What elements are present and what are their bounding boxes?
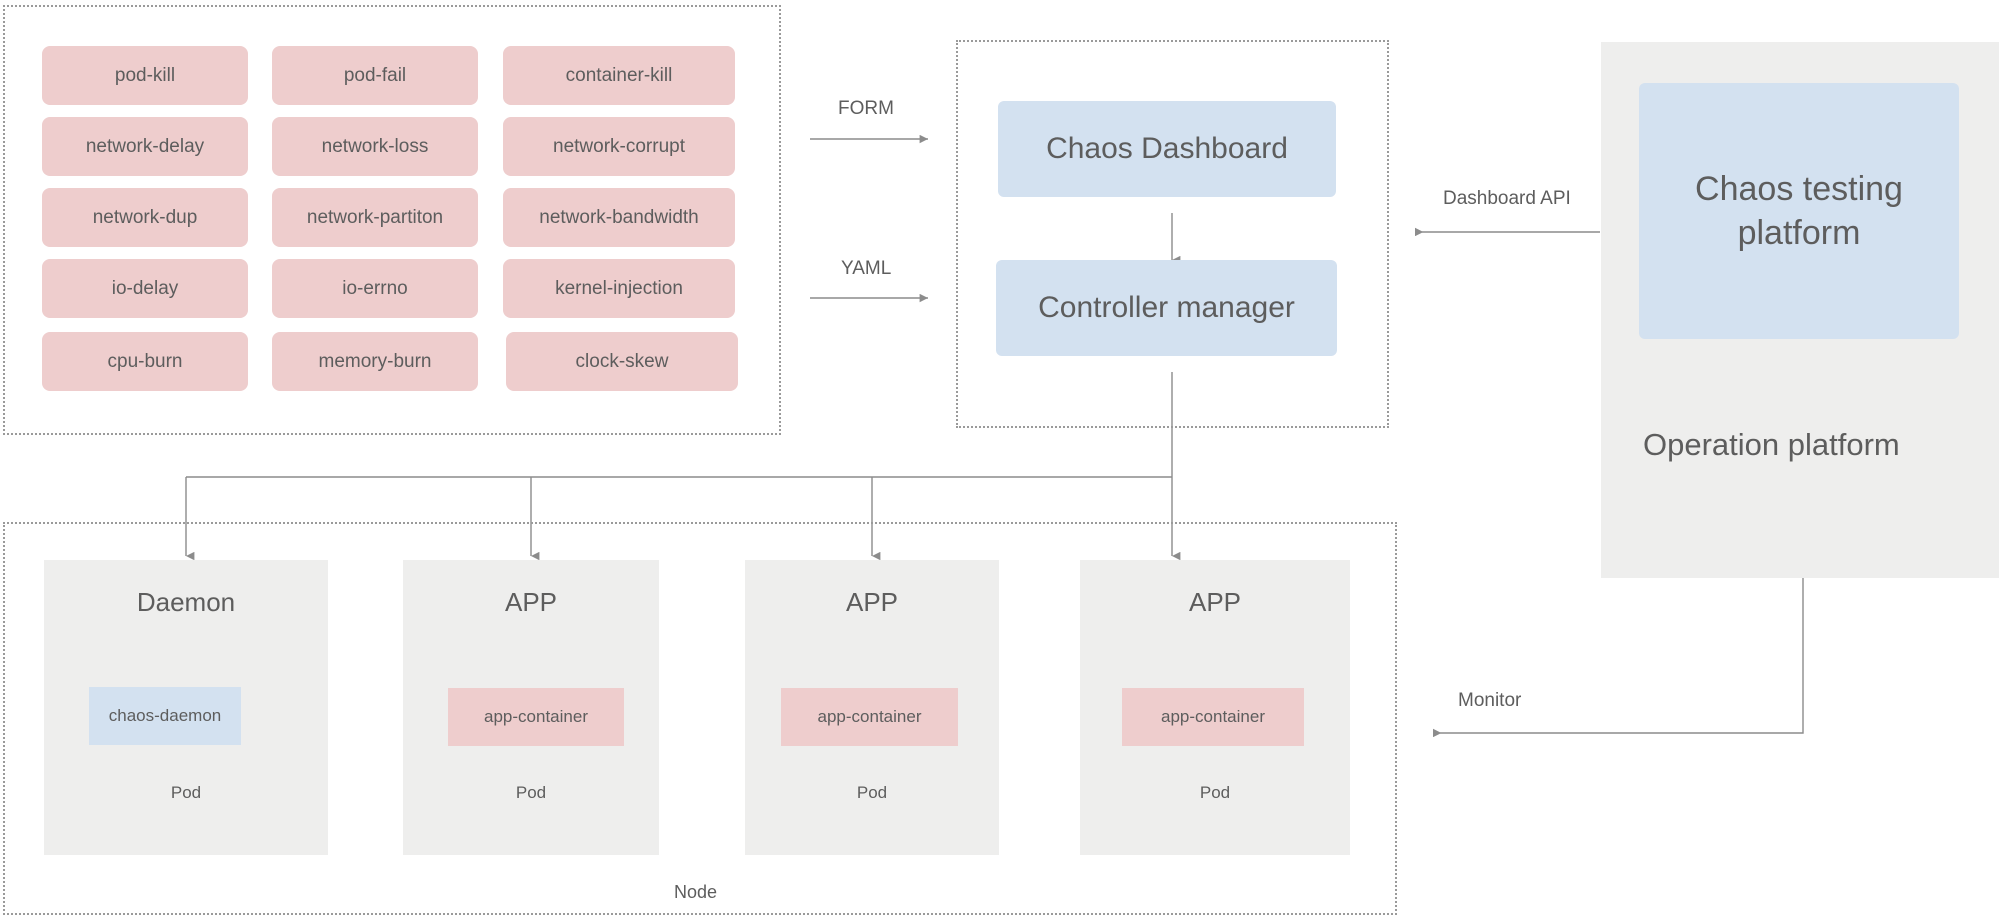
- pod-panel[interactable]: APP app-container Pod: [403, 560, 659, 855]
- chaos-types-group: [3, 5, 781, 435]
- chaos-type-label: kernel-injection: [555, 277, 683, 299]
- pod-title: APP: [504, 587, 558, 617]
- chaos-type-label: io-errno: [342, 277, 408, 299]
- pod-panel[interactable]: APP app-container Pod: [745, 560, 999, 855]
- chaos-type-chip[interactable]: pod-kill: [42, 46, 248, 105]
- pod-container-box[interactable]: app-container: [1122, 688, 1304, 746]
- chaos-type-label: network-partiton: [306, 206, 444, 228]
- pod-footer: Pod: [1199, 783, 1231, 802]
- chaos-type-chip[interactable]: network-bandwidth: [503, 188, 735, 247]
- pod-title: Daemon: [136, 587, 236, 617]
- pod-footer: Pod: [170, 783, 202, 802]
- control-plane-group: [956, 40, 1389, 428]
- pod-title: APP: [1188, 587, 1242, 617]
- node-caption: Node: [674, 882, 718, 902]
- pod-container-box[interactable]: chaos-daemon: [89, 687, 241, 745]
- chaos-type-chip[interactable]: network-dup: [42, 188, 248, 247]
- chaos-testing-platform-box[interactable]: Chaos testing platform: [1639, 83, 1959, 339]
- chaos-type-label: io-delay: [111, 277, 179, 299]
- pod-panel[interactable]: APP app-container Pod: [1080, 560, 1350, 855]
- pod-container-label: app-container: [484, 707, 588, 726]
- chaos-type-chip[interactable]: io-delay: [42, 259, 248, 318]
- chaos-type-label: network-dup: [92, 206, 198, 228]
- chaos-type-label: memory-burn: [318, 350, 432, 372]
- monitor-edge-label: Monitor: [1458, 690, 1522, 711]
- chaos-type-label: container-kill: [565, 64, 673, 86]
- pod-footer: Pod: [856, 783, 888, 802]
- chaos-type-label: network-corrupt: [553, 135, 685, 157]
- chaos-type-chip[interactable]: cpu-burn: [42, 332, 248, 391]
- form-edge-label: FORM: [838, 98, 894, 119]
- pod-container-label: app-container: [1161, 707, 1265, 726]
- node-group: [3, 522, 1397, 915]
- pod-container-box[interactable]: app-container: [448, 688, 624, 746]
- chaos-type-chip[interactable]: io-errno: [272, 259, 478, 318]
- chaos-type-chip[interactable]: pod-fail: [272, 46, 478, 105]
- chaos-type-label: cpu-burn: [107, 350, 183, 372]
- chaos-type-chip[interactable]: network-partiton: [272, 188, 478, 247]
- pod-panel[interactable]: Daemon chaos-daemon Pod: [44, 560, 328, 855]
- chaos-type-chip[interactable]: container-kill: [503, 46, 735, 105]
- pod-footer: Pod: [515, 783, 547, 802]
- chaos-dashboard-box[interactable]: Chaos Dashboard: [998, 101, 1336, 197]
- chaos-type-label: network-loss: [321, 135, 429, 157]
- controller-manager-label: Controller manager: [1038, 291, 1295, 324]
- chaos-type-chip[interactable]: memory-burn: [272, 332, 478, 391]
- chaos-type-label: network-bandwidth: [539, 206, 699, 228]
- operation-platform-caption: Operation platform: [1643, 427, 1900, 462]
- pod-container-label: chaos-daemon: [108, 706, 222, 725]
- chaos-type-label: pod-kill: [114, 64, 176, 86]
- dashboard-api-edge-label: Dashboard API: [1443, 188, 1571, 209]
- chaos-type-chip[interactable]: network-loss: [272, 117, 478, 176]
- chaos-testing-platform-label: Chaos testing platform: [1695, 169, 1903, 252]
- chaos-type-label: clock-skew: [575, 350, 669, 372]
- yaml-edge-label: YAML: [841, 258, 892, 279]
- chaos-type-label: network-delay: [85, 135, 205, 157]
- pod-container-box[interactable]: app-container: [781, 688, 958, 746]
- chaos-type-chip[interactable]: kernel-injection: [503, 259, 735, 318]
- chaos-type-chip[interactable]: network-corrupt: [503, 117, 735, 176]
- chaos-type-chip[interactable]: network-delay: [42, 117, 248, 176]
- controller-manager-box[interactable]: Controller manager: [996, 260, 1337, 356]
- pod-title: APP: [845, 587, 899, 617]
- chaos-type-label: pod-fail: [343, 64, 407, 86]
- chaos-dashboard-label: Chaos Dashboard: [1046, 132, 1288, 165]
- chaos-type-chip[interactable]: clock-skew: [506, 332, 738, 391]
- pod-container-label: app-container: [817, 707, 922, 726]
